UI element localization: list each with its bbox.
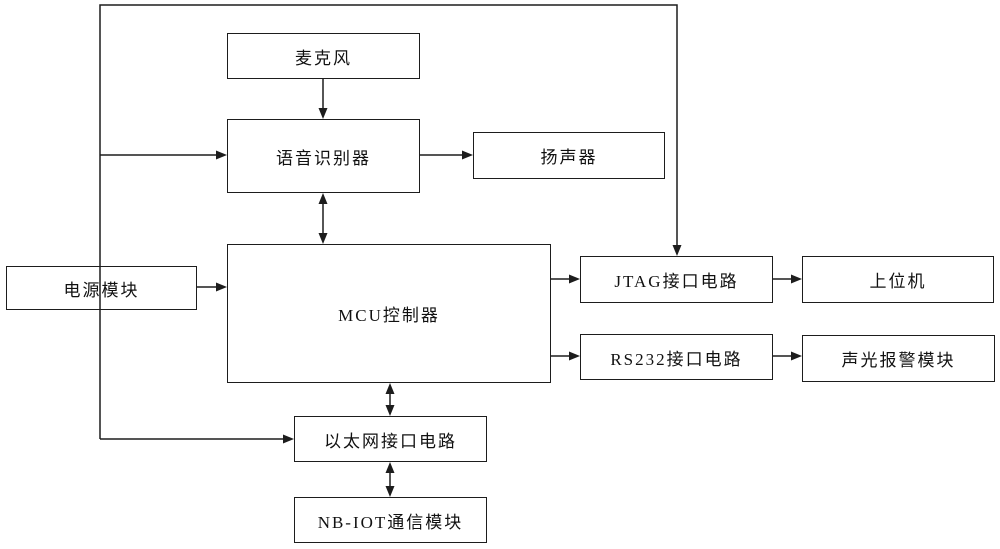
node-jtag-interface: JTAG接口电路 bbox=[580, 256, 773, 303]
node-microphone: 麦克风 bbox=[227, 33, 420, 79]
node-jtag-interface-label: JTAG接口电路 bbox=[614, 272, 739, 291]
edge-power-to-jtag bbox=[99, 4, 682, 439]
edge-jtag-to-host bbox=[773, 274, 802, 284]
node-microphone-label: 麦克风 bbox=[295, 48, 352, 68]
node-speaker: 扬声器 bbox=[473, 132, 665, 179]
node-power-module: 电源模块 bbox=[6, 266, 197, 310]
edge-power-to-mcu bbox=[197, 282, 227, 292]
node-ethernet-interface-label: 以太网接口电路 bbox=[324, 431, 457, 451]
edge-voice-recognizer-to-speaker bbox=[420, 150, 473, 160]
edge-ethernet-nbiot bbox=[385, 462, 395, 497]
edge-power-to-ethernet bbox=[100, 434, 294, 444]
node-voice-recognizer: 语音识别器 bbox=[227, 119, 420, 193]
edge-microphone-to-voice-recognizer bbox=[318, 79, 328, 119]
node-rs232-interface: RS232接口电路 bbox=[580, 334, 773, 380]
node-nbiot-module-label: NB-IOT通信模块 bbox=[317, 512, 464, 532]
node-host-computer-label: 上位机 bbox=[869, 272, 927, 291]
edge-mcu-to-jtag bbox=[551, 274, 580, 284]
edge-rs232-to-alarm bbox=[773, 351, 802, 361]
node-rs232-interface-label: RS232接口电路 bbox=[610, 349, 743, 369]
node-ethernet-interface: 以太网接口电路 bbox=[294, 416, 487, 462]
node-mcu-controller-label: MCU控制器 bbox=[338, 306, 440, 325]
node-nbiot-module: NB-IOT通信模块 bbox=[294, 497, 487, 543]
edge-power-to-voice-recognizer bbox=[100, 150, 227, 160]
edge-mcu-ethernet bbox=[385, 383, 395, 416]
node-alarm-module: 声光报警模块 bbox=[802, 335, 995, 382]
node-host-computer: 上位机 bbox=[802, 256, 994, 303]
node-power-module-label: 电源模块 bbox=[63, 280, 140, 300]
node-alarm-module-label: 声光报警模块 bbox=[841, 351, 956, 370]
edge-mcu-to-rs232 bbox=[551, 351, 580, 361]
node-mcu-controller: MCU控制器 bbox=[227, 244, 551, 383]
node-speaker-label: 扬声器 bbox=[540, 148, 598, 167]
edge-voice-recognizer-mcu bbox=[318, 193, 328, 244]
node-voice-recognizer-label: 语音识别器 bbox=[276, 148, 371, 168]
